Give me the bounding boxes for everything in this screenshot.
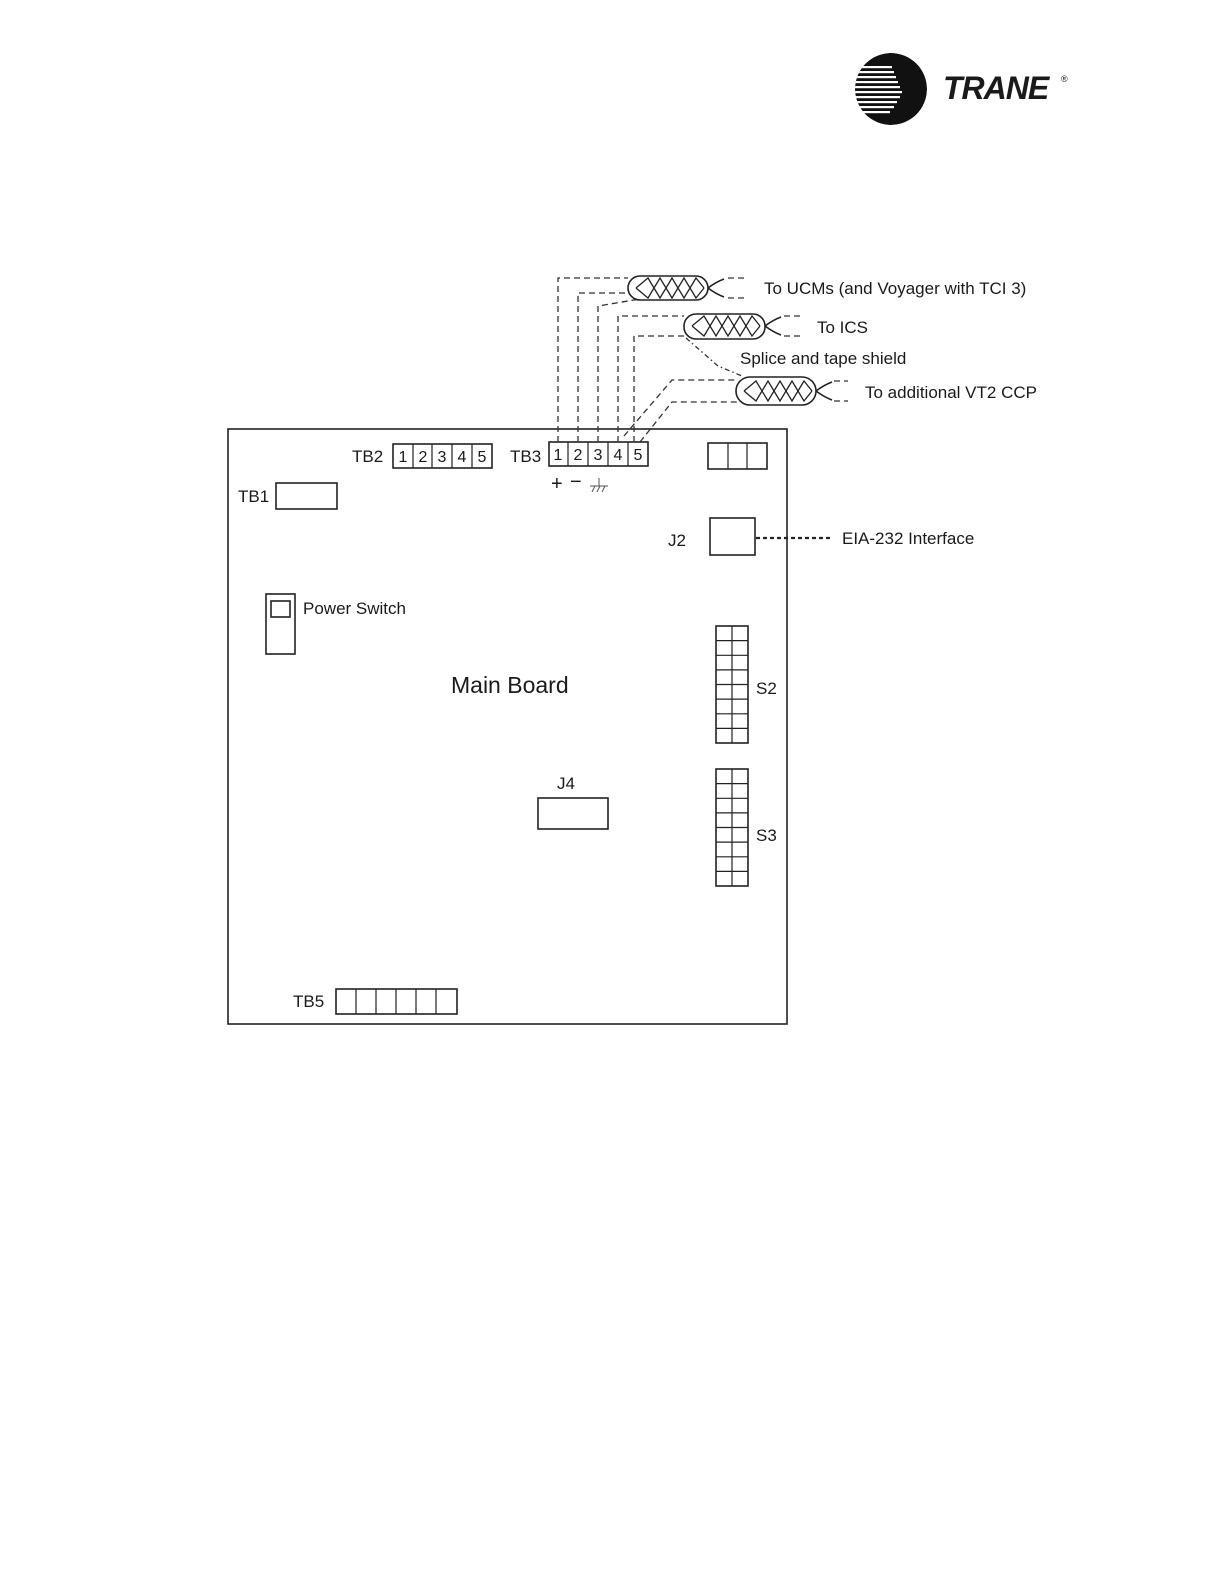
trane-logo: TRANE ® xyxy=(850,53,1068,125)
tb3-terminal-number: 2 xyxy=(574,447,583,464)
main-board-title: Main Board xyxy=(451,672,569,698)
tb3-plus-sign: + xyxy=(551,473,563,495)
to-ics-label: To ICS xyxy=(817,318,868,337)
tb2-label: TB2 xyxy=(352,447,383,466)
tb2-terminal-number: 1 xyxy=(399,449,408,466)
tb3-terminal-number: 3 xyxy=(594,447,603,464)
tb3-minus-sign: − xyxy=(570,471,582,493)
tb3-label: TB3 xyxy=(510,447,541,466)
trane-logo-icon xyxy=(850,53,927,125)
s2-label: S2 xyxy=(756,679,777,698)
main-board-outline xyxy=(228,429,787,1024)
splice-and-tape-shield-label: Splice and tape shield xyxy=(740,349,906,368)
tb1-label: TB1 xyxy=(238,487,269,506)
eia232-interface-label: EIA-232 Interface xyxy=(842,529,974,548)
j4-connector xyxy=(538,798,608,829)
top-right-connector xyxy=(708,443,767,469)
ics-twisted-pair-cable xyxy=(684,314,800,339)
comm-wiring xyxy=(558,278,742,442)
j2-connector xyxy=(710,518,755,555)
s2-dip-switch xyxy=(716,626,748,743)
tb3-terminal-number: 5 xyxy=(634,447,643,464)
tb5-terminal-block xyxy=(336,989,457,1014)
j2-label: J2 xyxy=(668,531,686,550)
trane-logo-wordmark: TRANE xyxy=(943,70,1051,106)
tb2-terminal-number: 5 xyxy=(478,449,487,466)
tb3-terminal-block: 1 2 3 4 5 xyxy=(549,442,648,466)
tb2-terminal-block: 1 2 3 4 5 xyxy=(393,444,492,468)
ucm-twisted-pair-cable xyxy=(628,276,744,300)
to-additional-vt2-ccp-label: To additional VT2 CCP xyxy=(865,383,1037,402)
s3-dip-switch xyxy=(716,769,748,886)
tb3-terminal-number: 4 xyxy=(614,447,623,464)
tb2-terminal-number: 4 xyxy=(458,449,467,466)
registered-mark: ® xyxy=(1061,74,1068,84)
ground-icon xyxy=(590,478,608,492)
tb2-terminal-number: 2 xyxy=(419,449,428,466)
s3-label: S3 xyxy=(756,826,777,845)
tb5-label: TB5 xyxy=(293,992,324,1011)
tb3-terminal-number: 1 xyxy=(554,447,563,464)
tb1-terminal-block xyxy=(276,483,337,509)
tb2-terminal-number: 3 xyxy=(438,449,447,466)
to-ucms-label: To UCMs (and Voyager with TCI 3) xyxy=(764,279,1026,298)
power-switch xyxy=(266,594,295,654)
power-switch-label: Power Switch xyxy=(303,599,406,618)
vt2-ccp-twisted-pair-cable xyxy=(736,377,848,405)
j4-label: J4 xyxy=(557,774,575,793)
